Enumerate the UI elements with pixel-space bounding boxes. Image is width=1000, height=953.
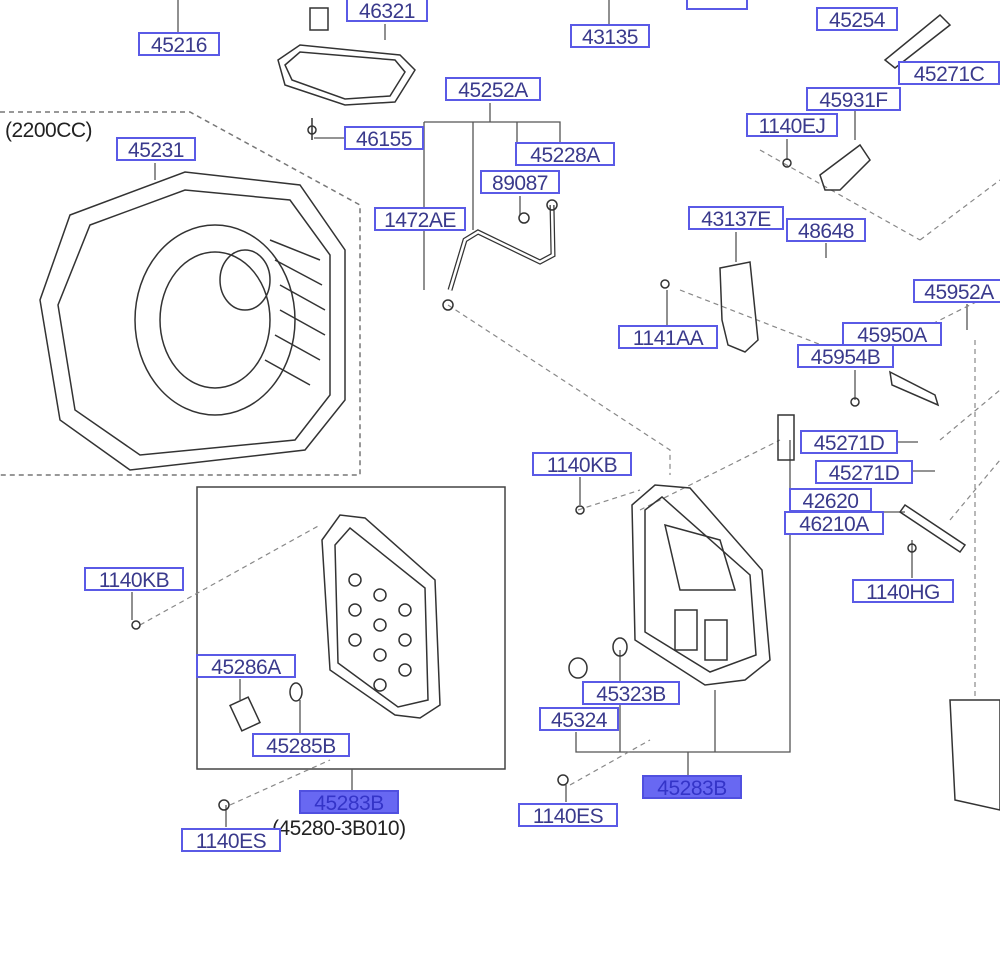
part-label-45254[interactable]: 45254: [816, 7, 898, 32]
filter-right-part: [568, 484, 771, 686]
small-parts: [131, 13, 1000, 811]
part-label-46321[interactable]: 46321: [346, 0, 428, 23]
part-label-1140es-right[interactable]: 1140ES: [518, 803, 618, 828]
part-label-89087[interactable]: 89087: [480, 170, 560, 195]
part-label-45283b-right-highlighted[interactable]: 45283B: [642, 775, 742, 800]
part-label-45931f[interactable]: 45931F: [806, 87, 901, 112]
part-label-43137e[interactable]: 43137E: [688, 206, 784, 231]
filter-assembly-box: [196, 486, 506, 770]
part-label-1140ej[interactable]: 1140EJ: [746, 113, 838, 138]
part-label-45950a[interactable]: 45950A: [842, 322, 942, 347]
case-region-outline: [0, 111, 361, 476]
part-label-45231[interactable]: 45231: [116, 137, 196, 162]
part-label-43135[interactable]: 43135: [570, 24, 650, 49]
part-label-45271c[interactable]: 45271C: [898, 61, 1000, 86]
part-label-1472ae[interactable]: 1472AE: [374, 207, 466, 232]
part-label-45954b[interactable]: 45954B: [797, 344, 894, 369]
part-label-45283b-left-highlighted[interactable]: 45283B: [299, 790, 399, 815]
part-label-1140kb-right[interactable]: 1140KB: [532, 452, 632, 477]
part-label-1140hg[interactable]: 1140HG: [852, 579, 954, 604]
part-label-42620[interactable]: 42620: [789, 488, 872, 513]
strainer-part: [277, 7, 416, 106]
part-label-1140es-left[interactable]: 1140ES: [181, 828, 281, 853]
leader-lines: [131, 0, 968, 827]
part-label-45228a[interactable]: 45228A: [515, 142, 615, 167]
part-label-45216[interactable]: 45216: [138, 32, 220, 57]
part-label-45252a[interactable]: 45252A: [445, 77, 541, 102]
part-label-45285b[interactable]: 45285B: [252, 733, 350, 758]
filter-left-part: [229, 514, 441, 732]
part-label-cut-off[interactable]: [686, 0, 748, 10]
part-label-46210a[interactable]: 46210A: [784, 511, 884, 536]
part-label-45271d-upper[interactable]: 45271D: [800, 430, 898, 455]
part-label-48648[interactable]: 48648: [786, 218, 866, 243]
transmission-case-part: [39, 171, 346, 471]
part-label-1141aa[interactable]: 1141AA: [618, 325, 718, 350]
assembly-code-note: (45280-3B010): [272, 817, 406, 840]
engine-variant-note: (2200CC): [5, 119, 93, 142]
part-label-45271d-lower[interactable]: 45271D: [815, 460, 913, 485]
part-label-1140kb-left[interactable]: 1140KB: [84, 567, 184, 592]
part-label-45323b[interactable]: 45323B: [582, 681, 680, 706]
part-label-45286a[interactable]: 45286A: [196, 654, 296, 679]
part-label-46155[interactable]: 46155: [344, 126, 424, 151]
part-label-45952a[interactable]: 45952A: [913, 279, 1000, 304]
part-label-45324[interactable]: 45324: [539, 707, 619, 732]
